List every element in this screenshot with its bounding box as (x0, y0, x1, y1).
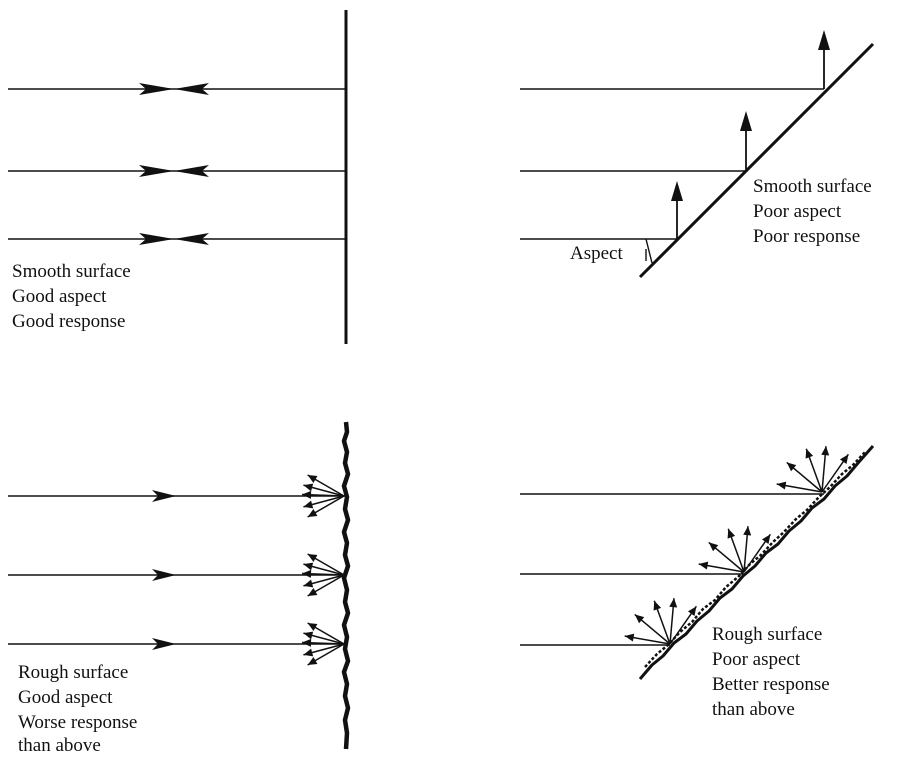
scatter-arrowhead (302, 569, 312, 578)
scatter-arrowhead (302, 638, 312, 647)
scatter-arrowhead (708, 542, 719, 552)
scatter-fan-2 (301, 553, 345, 597)
surface-roughness (644, 450, 867, 668)
scatter-arrowhead (307, 588, 318, 596)
scatter-arrowhead (634, 614, 645, 624)
scatter-fan-1 (776, 446, 849, 493)
panel3-caption-line3: Worse response (18, 712, 138, 733)
scatter-arrowhead (303, 500, 314, 509)
scatter-arrowhead (307, 509, 318, 517)
panel4-caption-line1: Rough surface (712, 624, 823, 645)
panel2-caption-line2: Poor aspect (753, 201, 842, 222)
scatter-arrowhead (776, 481, 787, 490)
scatter-arrowhead (761, 534, 771, 544)
scatter-arrowhead (303, 648, 314, 657)
scatter-arrowhead (307, 475, 318, 483)
scatter-arrowhead (669, 598, 678, 608)
scatter-arrowhead (624, 633, 635, 642)
scatter-arrowhead (698, 561, 709, 570)
scatter-arrowhead (303, 562, 314, 571)
panel3-caption-line2: Good aspect (18, 687, 113, 708)
scatter-fan-3 (301, 622, 345, 666)
scatter-arrowhead (821, 446, 830, 456)
scatter-arrowhead (307, 554, 318, 562)
bowtie-arrows (139, 83, 209, 245)
panel3-caption-line4: than above (18, 735, 101, 756)
ray-arrowheads (152, 490, 176, 650)
scatter-fan-3 (624, 598, 697, 645)
rough-sloped-surface (638, 445, 875, 680)
scatter-arrowhead (303, 631, 314, 640)
scatter-fan-2 (698, 526, 771, 573)
reflected-arrows (671, 30, 830, 239)
scatter-arrowhead (805, 448, 814, 459)
scatter-arrowhead (743, 526, 752, 536)
panel-rough-poor (520, 445, 875, 680)
panel1-caption-line3: Good response (12, 311, 126, 332)
rough-vertical-surface (341, 421, 351, 750)
panel2-caption-line3: Poor response (753, 226, 861, 247)
scatter-arrowhead (307, 623, 318, 631)
scatter-arrowhead (303, 483, 314, 492)
panel1-caption-line1: Smooth surface (12, 261, 131, 282)
scatter-arrowhead (653, 600, 662, 611)
scatter-arrowhead (839, 454, 849, 464)
panel-smooth-good (8, 10, 348, 344)
scatter-arrowhead (687, 606, 697, 616)
smooth-sloped-surface (638, 42, 875, 279)
panel1-caption-line2: Good aspect (12, 286, 107, 307)
scatter-arrowhead (727, 528, 736, 539)
scatter-arrowhead (307, 657, 318, 665)
scatter-arrowhead (303, 579, 314, 588)
panel-smooth-poor (520, 30, 875, 279)
panel4-caption-line3: Better response (712, 674, 830, 695)
panel-rough-good (8, 421, 351, 750)
aspect-angle-marker (645, 238, 653, 264)
scatter-arrowhead (786, 462, 797, 472)
panel4-caption-line2: Poor aspect (712, 649, 801, 670)
scatter-arrowhead (302, 490, 312, 499)
panel4-caption-line4: than above (712, 699, 795, 720)
aspect-angle-label: Aspect (570, 243, 623, 264)
panel3-caption-line1: Rough surface (18, 662, 129, 683)
scatter-fan-1 (301, 474, 345, 518)
panel2-caption-line1: Smooth surface (753, 176, 872, 197)
